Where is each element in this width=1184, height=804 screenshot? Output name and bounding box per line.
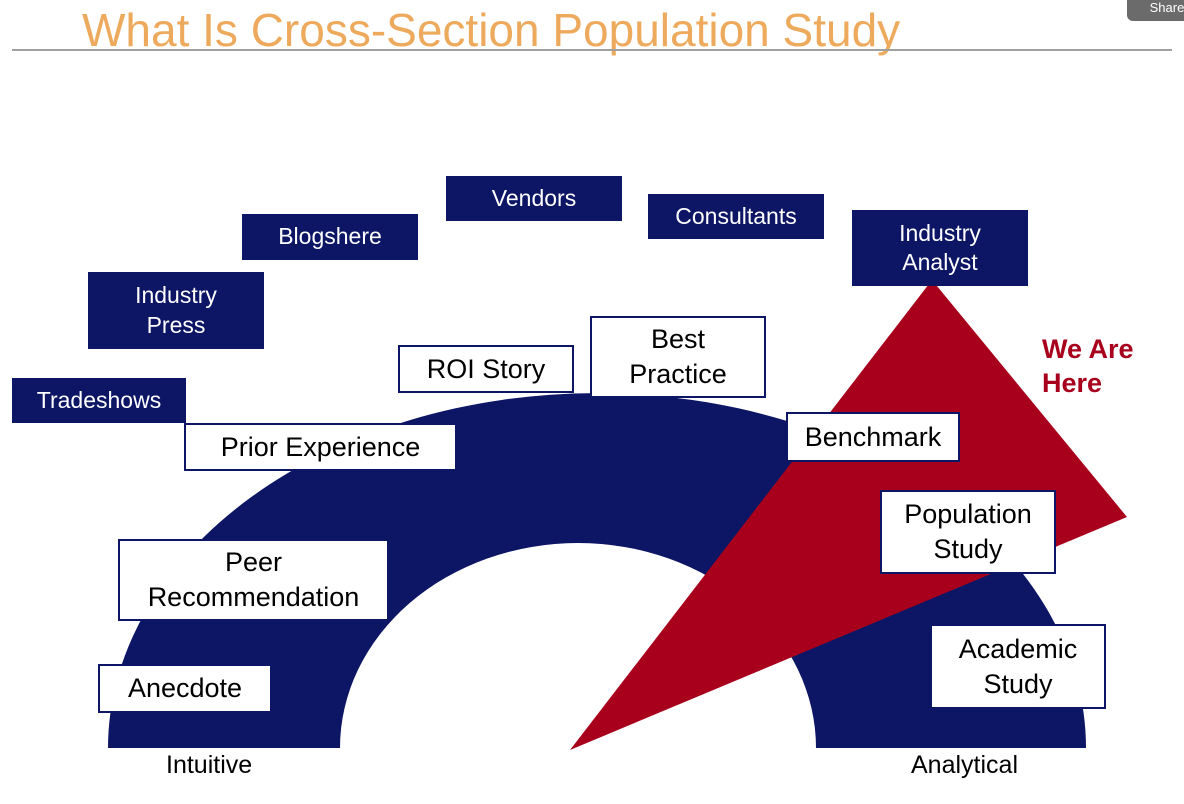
best-practice-box: Best Practice: [590, 316, 766, 398]
we-are-here-callout: We Are Here: [1042, 334, 1134, 398]
vendors-box: Vendors: [446, 176, 622, 221]
blogshere-box: Blogshere: [242, 214, 418, 260]
industry-press-box: Industry Press: [88, 272, 264, 349]
page-title: What Is Cross-Section Population Study: [82, 4, 901, 56]
benchmark-box: Benchmark: [786, 412, 960, 462]
intuitive-axis-label: Intuitive: [166, 751, 253, 779]
title-divider: [12, 49, 1172, 51]
peer-recommendation-box: Peer Recommendation: [118, 539, 389, 621]
industry-analyst-box: Industry Analyst: [852, 210, 1028, 286]
consultants-box: Consultants: [648, 194, 824, 239]
tradeshows-box: Tradeshows: [12, 378, 186, 423]
analytical-axis-label: Analytical: [911, 751, 1018, 779]
academic-study-box: Academic Study: [930, 624, 1106, 709]
prior-experience-box: Prior Experience: [184, 423, 457, 471]
share-button[interactable]: Share: [1127, 0, 1184, 21]
roi-story-box: ROI Story: [398, 345, 574, 393]
population-study-box: Population Study: [880, 490, 1056, 574]
analytical-triangle: [570, 280, 1127, 750]
anecdote-box: Anecdote: [98, 664, 272, 713]
